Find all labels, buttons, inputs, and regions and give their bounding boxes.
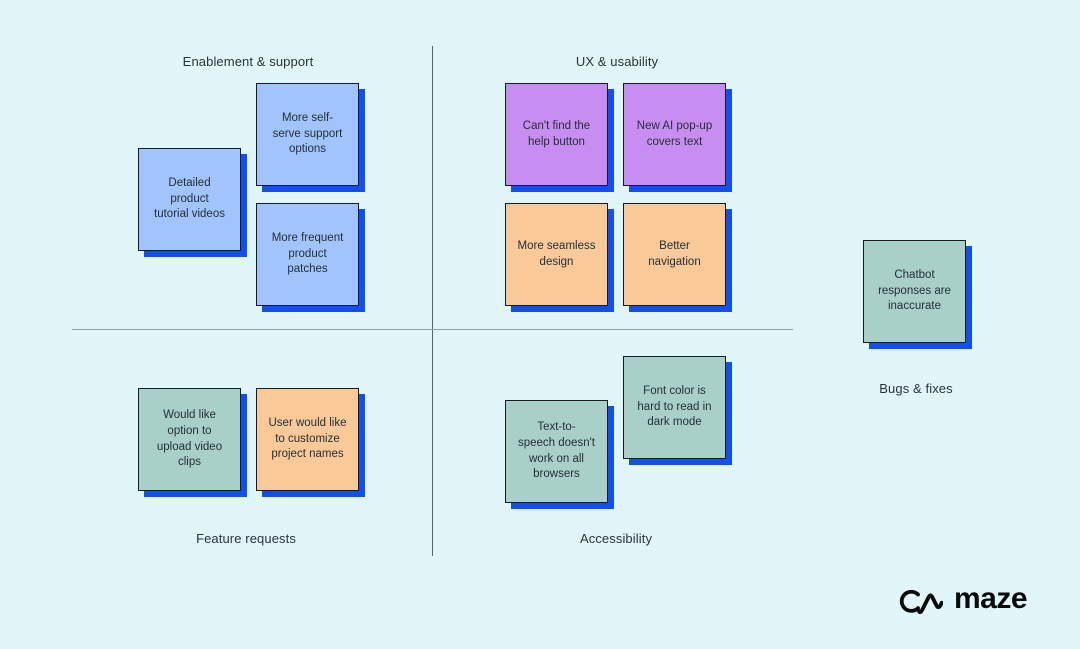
- maze-logo-mark-icon: [899, 589, 943, 615]
- sticky-note-better-navigation[interactable]: Better navigation: [623, 203, 726, 306]
- sticky-note-chatbot-responses[interactable]: Chatbot responses are inaccurate: [863, 240, 966, 343]
- sticky-note-text-to-speech[interactable]: Text-to- speech doesn't work on all brow…: [505, 400, 608, 503]
- quadrant-label-feature-requests: Feature requests: [196, 531, 296, 546]
- sticky-note-self-serve-support[interactable]: More self- serve support options: [256, 83, 359, 186]
- quadrant-label-bugs-fixes: Bugs & fixes: [879, 381, 953, 396]
- quadrant-label-accessibility: Accessibility: [579, 531, 653, 546]
- sticky-note-seamless-design[interactable]: More seamless design: [505, 203, 608, 306]
- vertical-divider-line: [432, 46, 433, 556]
- horizontal-divider-line: [72, 329, 793, 330]
- sticky-note-font-color[interactable]: Font color is hard to read in dark mode: [623, 356, 726, 459]
- quadrant-label-enablement-support: Enablement & support: [182, 54, 314, 69]
- sticky-note-customize-names[interactable]: User would like to customize project nam…: [256, 388, 359, 491]
- sticky-note-ai-popup[interactable]: New AI pop-up covers text: [623, 83, 726, 186]
- maze-logo: maze: [896, 582, 1028, 617]
- maze-logo-text: maze: [954, 582, 1028, 615]
- sticky-note-help-button[interactable]: Can't find the help button: [505, 83, 608, 186]
- sticky-note-tutorial-videos[interactable]: Detailed product tutorial videos: [138, 148, 241, 251]
- sticky-note-product-patches[interactable]: More frequent product patches: [256, 203, 359, 306]
- sticky-note-upload-video-clips[interactable]: Would like option to upload video clips: [138, 388, 241, 491]
- quadrant-label-ux-usability: UX & usability: [575, 54, 659, 69]
